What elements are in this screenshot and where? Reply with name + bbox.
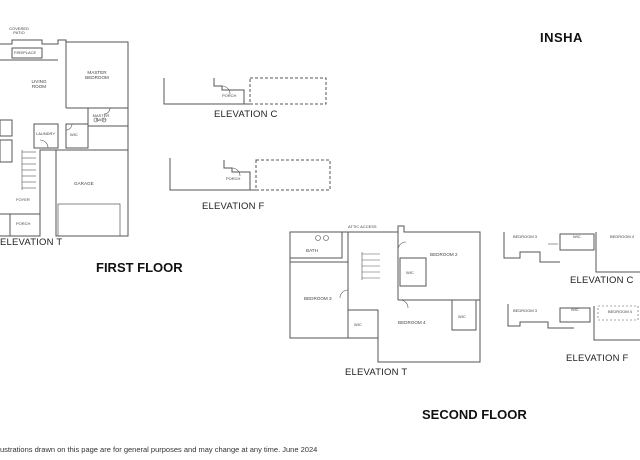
first-floor-elevation-f-label: ELEVATION F <box>202 201 265 212</box>
room-wic-first: WIC <box>70 132 78 137</box>
first-floor-elevation-f-partial <box>169 158 331 191</box>
room-wic-f: WIC <box>571 307 579 312</box>
first-floor-elevation-c-partial <box>163 77 327 105</box>
room-porch: PORCH <box>16 221 31 226</box>
room-master-bedroom: MASTER BEDROOM <box>85 70 109 80</box>
room-foyer: FOYER <box>16 197 30 202</box>
second-floor-plan <box>289 225 481 363</box>
room-bedroom-4-c: BEDROOM 4 <box>610 234 635 239</box>
room-porch-f: PORCH <box>226 176 241 181</box>
room-garage: GARAGE <box>74 181 94 186</box>
room-bedroom-3: BEDROOM 3 <box>304 296 332 301</box>
first-floor-elevation-t-label: ELEVATION T <box>0 237 63 248</box>
room-wic-second-c: WIC <box>458 314 466 319</box>
room-wic-second-b: WIC <box>354 322 362 327</box>
room-covered-patio: COVERED PATIO <box>9 26 29 35</box>
room-living-room: LIVING ROOM <box>31 79 47 89</box>
room-master-bath: MASTER BATH <box>92 113 110 122</box>
first-floor-title: FIRST FLOOR <box>96 260 183 275</box>
room-bath-second: BATH <box>306 248 318 253</box>
brand-title: INSHA <box>540 30 583 45</box>
room-wic-c: WIC <box>573 234 581 239</box>
second-floor-elevation-f-partial <box>507 304 640 341</box>
first-floor-plan <box>0 39 129 237</box>
room-bedroom-4: BEDROOM 4 <box>398 320 426 325</box>
footnote: ustrations drawn on this page are for ge… <box>0 445 318 454</box>
room-laundry: LAUNDRY <box>36 131 56 136</box>
room-bedroom-3-c: BEDROOM 3 <box>513 234 538 239</box>
second-floor-elevation-f-label: ELEVATION F <box>566 353 629 364</box>
room-bedroom-2: BEDROOM 2 <box>430 252 458 257</box>
room-wic-second-a: WIC <box>406 270 414 275</box>
second-floor-elevation-c-label: ELEVATION C <box>570 275 634 286</box>
room-porch-c: PORCH <box>222 93 237 98</box>
room-bedroom-3-f: BEDROOM 3 <box>513 308 538 313</box>
first-floor-elevation-c-label: ELEVATION C <box>214 109 278 120</box>
room-attic-access: ATTIC ACCESS <box>348 224 377 229</box>
room-fireplace: FIREPLACE <box>14 50 37 55</box>
room-bedroom-4-f: BEDROOM 4 <box>608 309 633 314</box>
second-floor-elevation-t-label: ELEVATION T <box>345 367 408 378</box>
second-floor-title: SECOND FLOOR <box>422 407 527 422</box>
second-floor-elevation-c-partial <box>503 232 640 273</box>
